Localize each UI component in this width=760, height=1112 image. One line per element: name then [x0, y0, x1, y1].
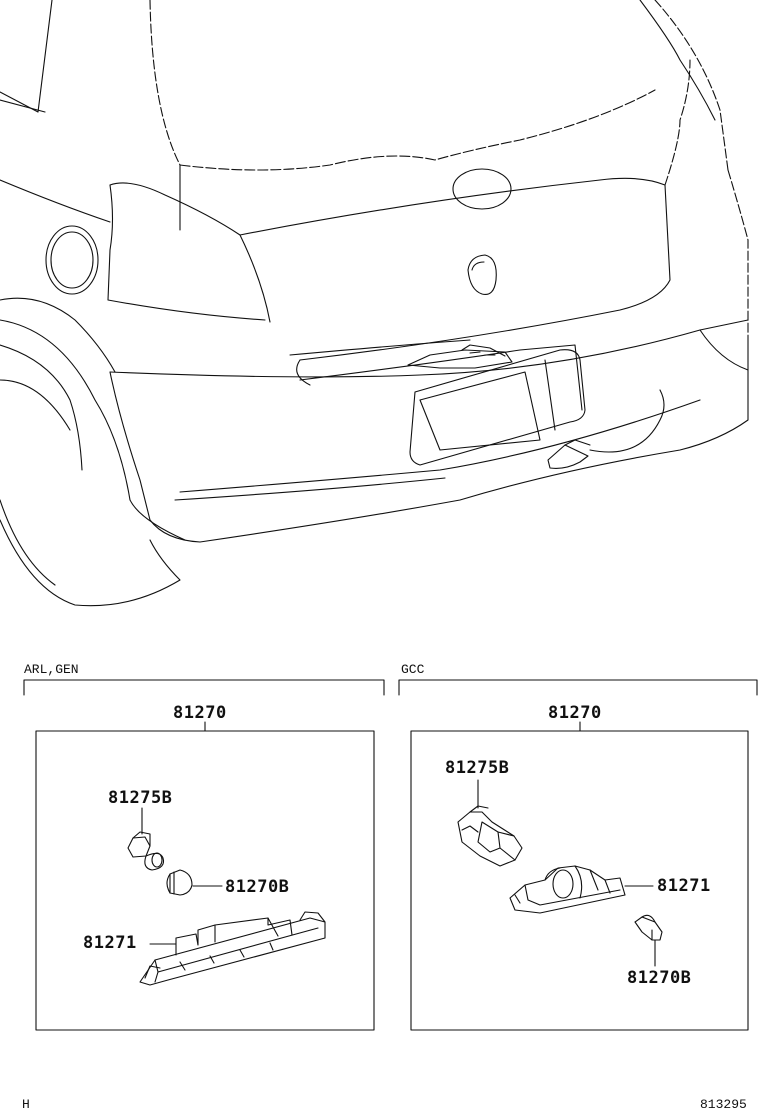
- lens-sketch-right: [509, 865, 626, 914]
- footer-left-code: H: [22, 1097, 30, 1112]
- bulb-sketch-right: [634, 914, 663, 941]
- part-number-socket-right: 81275B: [445, 758, 510, 778]
- part-number-bulb-left: 81270B: [225, 877, 290, 897]
- drawing-number: 813295: [700, 1097, 747, 1112]
- vehicle-rear-illustration: [0, 0, 749, 607]
- socket-sketch-right: [457, 805, 523, 867]
- bulb-sketch-left: [166, 869, 193, 896]
- part-number-socket-left: 81275B: [108, 788, 173, 808]
- assembly-part-number-left: 81270: [173, 703, 227, 723]
- assembly-box-arl-gen: [35, 730, 375, 1031]
- group-bracket-arl-gen: [23, 679, 385, 696]
- part-number-bulb-right: 81270B: [627, 968, 692, 988]
- group-bracket-gcc: [398, 679, 758, 696]
- group-label-arl-gen: ARL,GEN: [24, 662, 79, 677]
- part-number-lens-right: 81271: [657, 876, 711, 896]
- part-number-lens-left: 81271: [83, 933, 137, 953]
- lens-sketch-left: [139, 911, 326, 986]
- assembly-part-number-right: 81270: [548, 703, 602, 723]
- group-label-gcc: GCC: [401, 662, 425, 677]
- socket-sketch-left: [127, 831, 165, 871]
